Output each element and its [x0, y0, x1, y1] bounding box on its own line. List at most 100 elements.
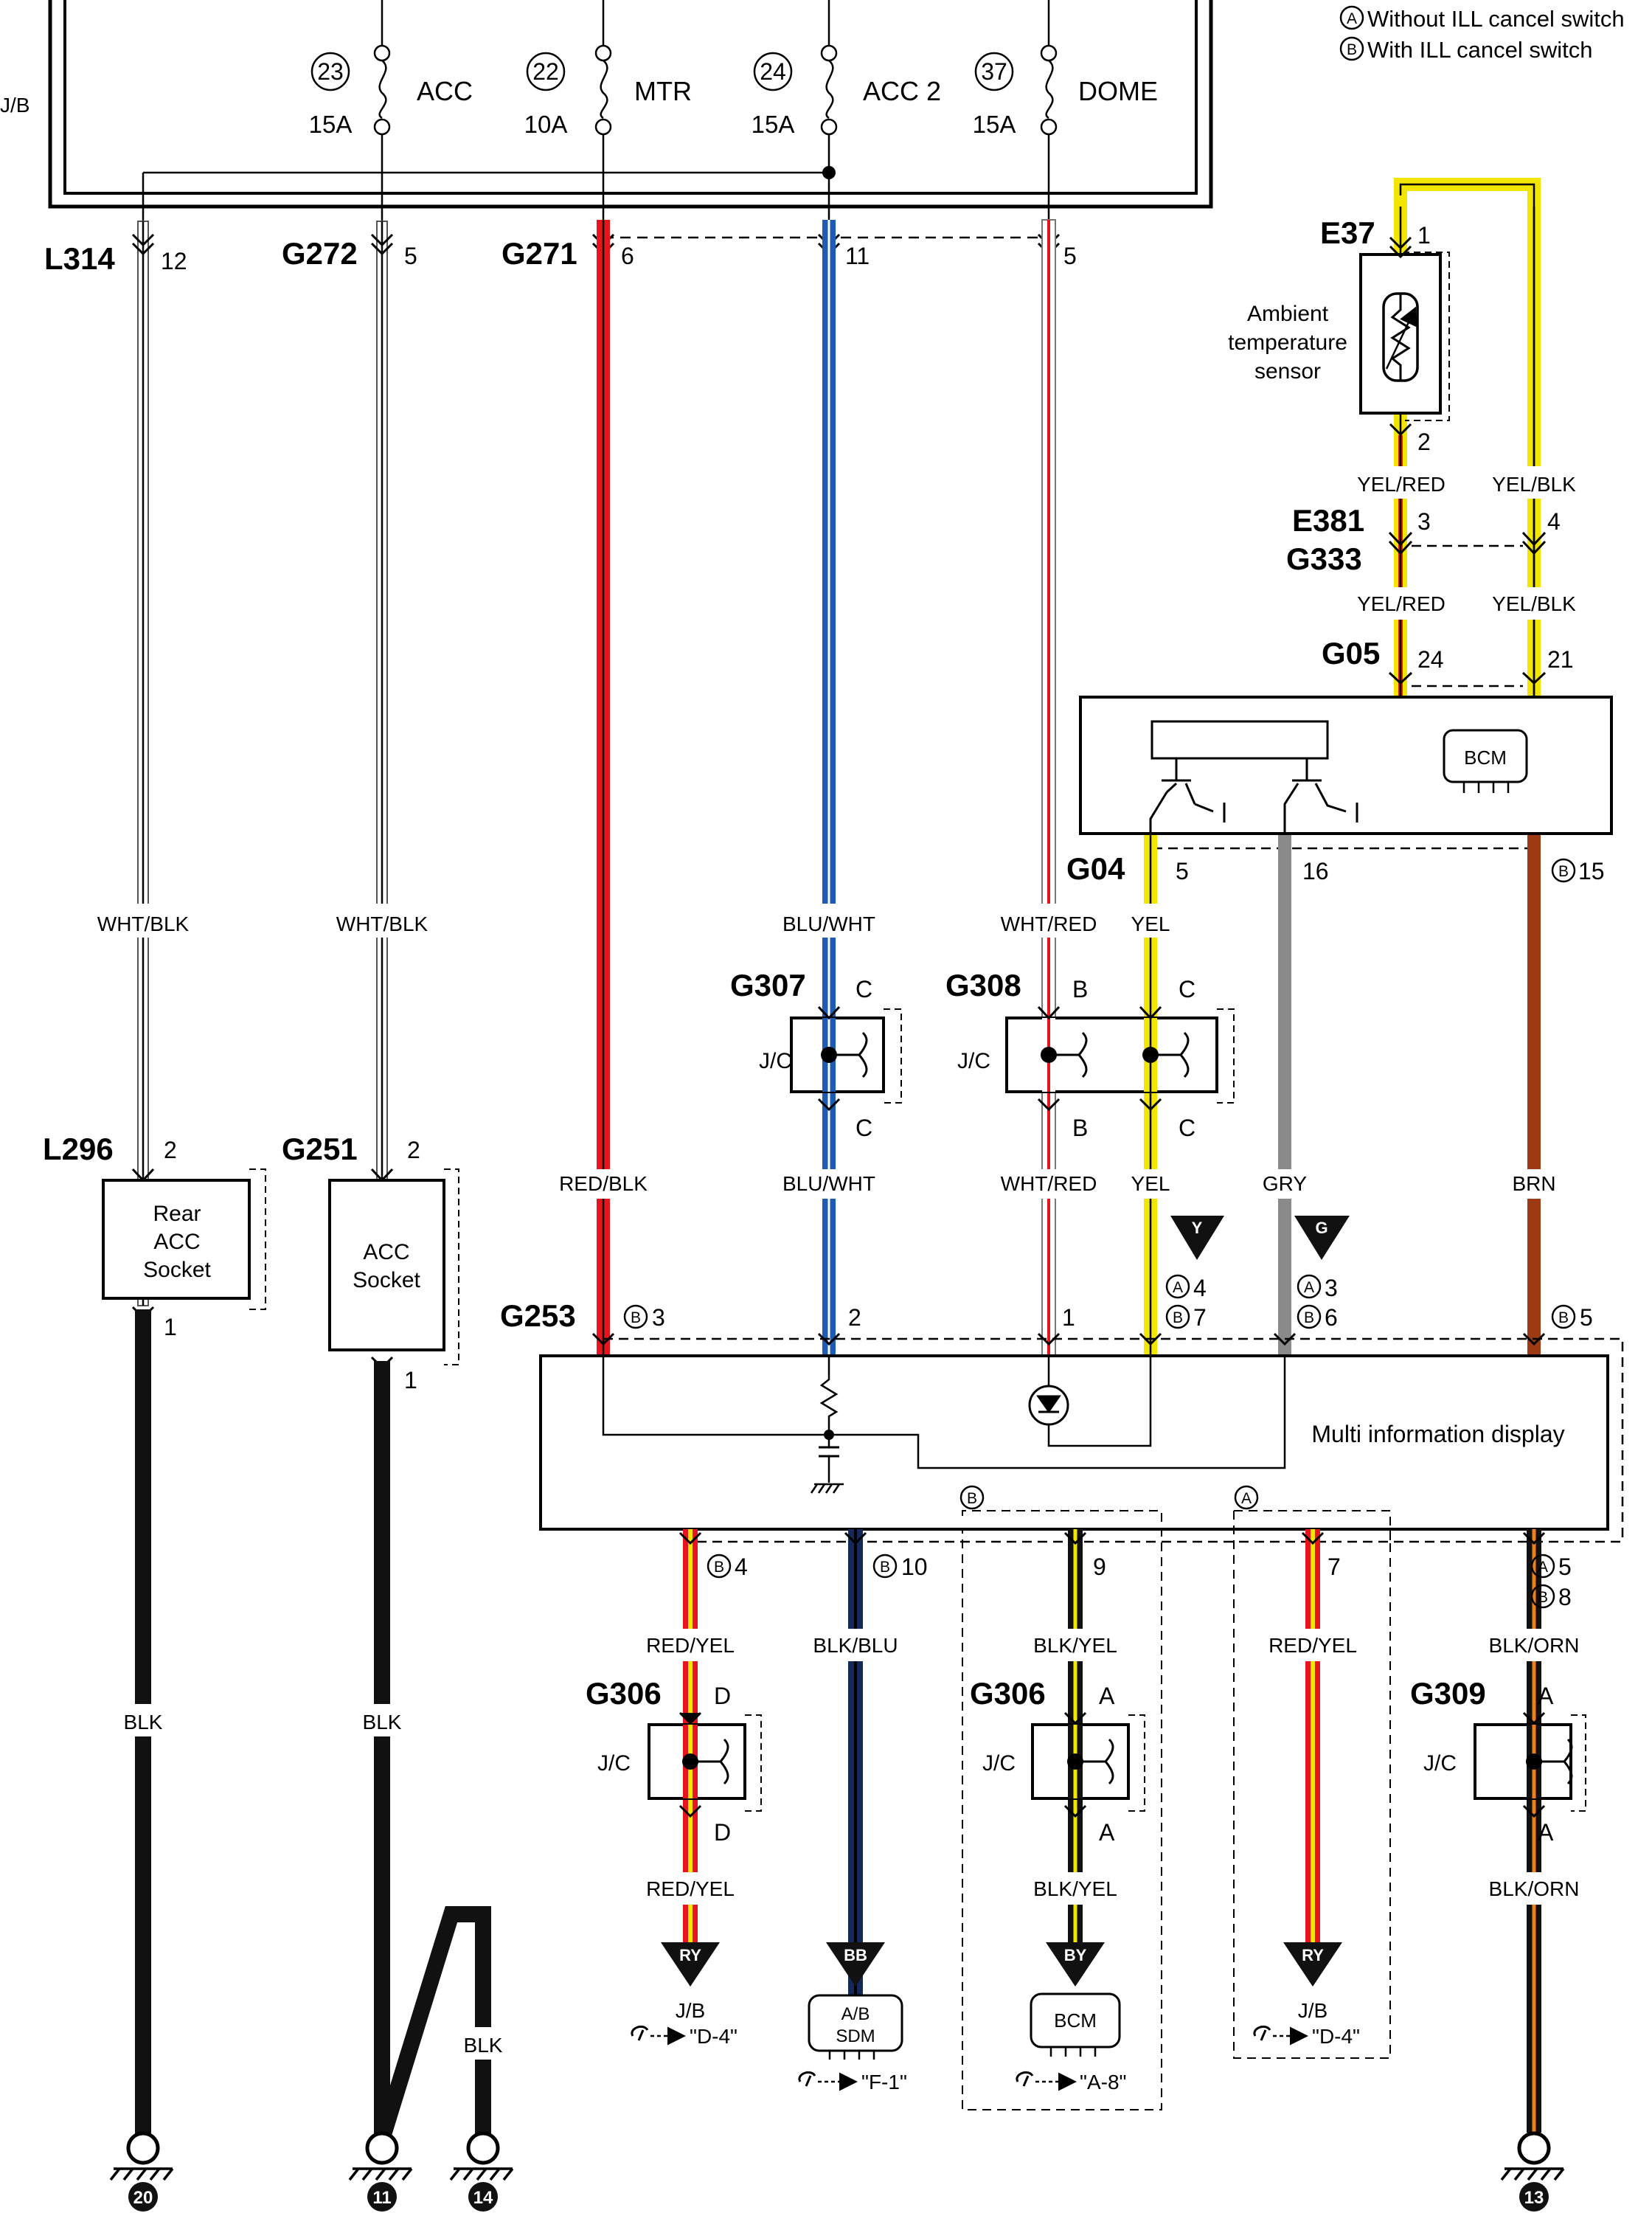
svg-text:2: 2 [164, 1137, 177, 1163]
svg-text:A: A [1099, 1819, 1115, 1846]
svg-text:12: 12 [161, 248, 187, 274]
svg-text:7: 7 [1328, 1554, 1341, 1580]
svg-text:G306: G306 [970, 1676, 1046, 1711]
svg-text:1: 1 [1417, 222, 1431, 249]
svg-text:BCM: BCM [1054, 2009, 1097, 2032]
svg-text:Y: Y [1192, 1219, 1203, 1237]
svg-text:"F-1": "F-1" [861, 2071, 907, 2093]
svg-text:WHT/RED: WHT/RED [1001, 1172, 1097, 1195]
svg-text:WHT/RED: WHT/RED [1001, 912, 1097, 935]
svg-text:24: 24 [1417, 646, 1444, 673]
svg-text:BLK/YEL: BLK/YEL [1033, 1634, 1117, 1657]
conn-e381: E381 [1292, 503, 1364, 538]
svg-text:Ambient: Ambient [1247, 302, 1329, 326]
svg-text:B: B [1558, 1309, 1569, 1326]
svg-text:B: B [1538, 1589, 1548, 1606]
svg-text:A: A [1241, 1490, 1252, 1507]
svg-text:SDM: SDM [836, 2026, 875, 2046]
wire-red-yel-left: RED/YEL RED/YEL B 4 [642, 1529, 748, 1961]
dest-bb-airbag-sdm: BB A/B SDM "F-1" [798, 1942, 907, 2093]
svg-text:15A: 15A [752, 111, 795, 138]
svg-text:B: B [714, 1559, 724, 1576]
svg-text:B: B [1304, 1309, 1314, 1326]
svg-text:BRN: BRN [1512, 1172, 1555, 1195]
svg-text:10: 10 [901, 1554, 928, 1580]
svg-text:6: 6 [621, 243, 634, 269]
svg-text:2: 2 [1417, 429, 1431, 455]
svg-text:Socket: Socket [143, 1258, 211, 1282]
svg-text:15A: 15A [309, 111, 353, 138]
dest-ry-left: RY J/B "D-4" [631, 1942, 738, 2048]
svg-text:YEL/RED: YEL/RED [1357, 592, 1446, 615]
svg-text:B: B [1347, 41, 1357, 58]
svg-text:13: 13 [1524, 2188, 1544, 2208]
svg-text:A: A [1304, 1279, 1314, 1296]
svg-text:"D-4": "D-4" [1312, 2025, 1360, 2048]
legend: A Without ILL cancel switch B With ILL c… [1339, 5, 1625, 63]
ground-20: 20 [109, 2131, 174, 2212]
svg-text:4: 4 [1193, 1275, 1207, 1301]
svg-text:B: B [880, 1559, 890, 1576]
bcm-label: BCM [1464, 747, 1507, 769]
ground-11: 11 [348, 2131, 413, 2212]
svg-text:WHT/BLK: WHT/BLK [97, 912, 190, 935]
svg-text:11: 11 [845, 243, 870, 269]
svg-text:YEL/BLK: YEL/BLK [1492, 592, 1576, 615]
svg-text:RY: RY [1302, 1946, 1324, 1964]
conn-g271: G271 [502, 236, 577, 271]
svg-text:ACC 2: ACC 2 [863, 76, 941, 106]
svg-text:D: D [714, 1683, 731, 1709]
svg-text:BY: BY [1064, 1946, 1087, 1964]
svg-text:BLK: BLK [464, 2034, 503, 2057]
svg-text:BLK: BLK [124, 1711, 163, 1734]
svg-text:G251: G251 [282, 1132, 358, 1166]
legend-a-text: Without ILL cancel switch [1367, 6, 1625, 32]
svg-text:BLK/ORN: BLK/ORN [1489, 1634, 1580, 1657]
wire-blk-ground-20: BLK [111, 1309, 176, 2149]
svg-text:BB: BB [844, 1946, 867, 1964]
fuse-23: 23 15A ACC [309, 0, 473, 236]
svg-text:4: 4 [735, 1554, 748, 1580]
svg-text:5: 5 [1558, 1554, 1572, 1580]
svg-text:B: B [631, 1309, 641, 1326]
svg-text:23: 23 [317, 58, 344, 85]
bcm-module: BCM G04 5 16 B 15 [1066, 696, 1613, 886]
svg-text:G308: G308 [945, 968, 1021, 1002]
svg-text:1: 1 [164, 1314, 177, 1340]
wire-blu-wht: BLU/WHT BLU/WHT [776, 220, 882, 1356]
wire-l314-wht-blk: WHT/BLK [88, 221, 198, 1306]
svg-text:7: 7 [1193, 1304, 1207, 1331]
svg-text:C: C [1179, 976, 1195, 1002]
svg-text:37: 37 [981, 58, 1007, 85]
svg-text:21: 21 [1547, 646, 1574, 673]
svg-text:G309: G309 [1410, 1676, 1486, 1711]
svg-text:J/C: J/C [982, 1751, 1016, 1776]
svg-text:B: B [1173, 1309, 1183, 1326]
svg-text:1: 1 [1062, 1304, 1075, 1331]
svg-text:J/C: J/C [597, 1751, 631, 1776]
svg-text:"A-8": "A-8" [1080, 2071, 1126, 2093]
svg-text:L296: L296 [43, 1132, 114, 1166]
svg-text:GRY: GRY [1263, 1172, 1307, 1195]
dest-by-bcm: BY BCM "A-8" [1016, 1942, 1126, 2093]
svg-text:J/C: J/C [1423, 1751, 1457, 1776]
multi-information-display: G253 B 3 2 1 A 4 B 7 A 3 B 6 B 5 Multi i… [500, 1274, 1624, 2110]
svg-text:A: A [1347, 10, 1357, 27]
svg-text:5: 5 [1580, 1304, 1593, 1331]
svg-text:24: 24 [760, 58, 786, 85]
svg-text:BLU/WHT: BLU/WHT [782, 1172, 875, 1195]
svg-text:A: A [1538, 1559, 1548, 1576]
svg-text:sensor: sensor [1254, 359, 1321, 384]
svg-text:5: 5 [1063, 243, 1077, 269]
wire-brn: BRN [1504, 835, 1566, 1356]
svg-text:5: 5 [404, 243, 417, 269]
conn-l314: L314 [44, 241, 115, 276]
svg-text:ACC: ACC [417, 76, 473, 106]
wire-gry: GRY [1254, 835, 1316, 1356]
flag-y: Y [1170, 1216, 1224, 1260]
svg-text:3: 3 [652, 1304, 665, 1331]
svg-text:8: 8 [1558, 1584, 1572, 1610]
svg-text:A/B: A/B [841, 2004, 870, 2024]
svg-text:temperature: temperature [1228, 330, 1347, 355]
ground-13: 13 [1500, 2131, 1565, 2212]
